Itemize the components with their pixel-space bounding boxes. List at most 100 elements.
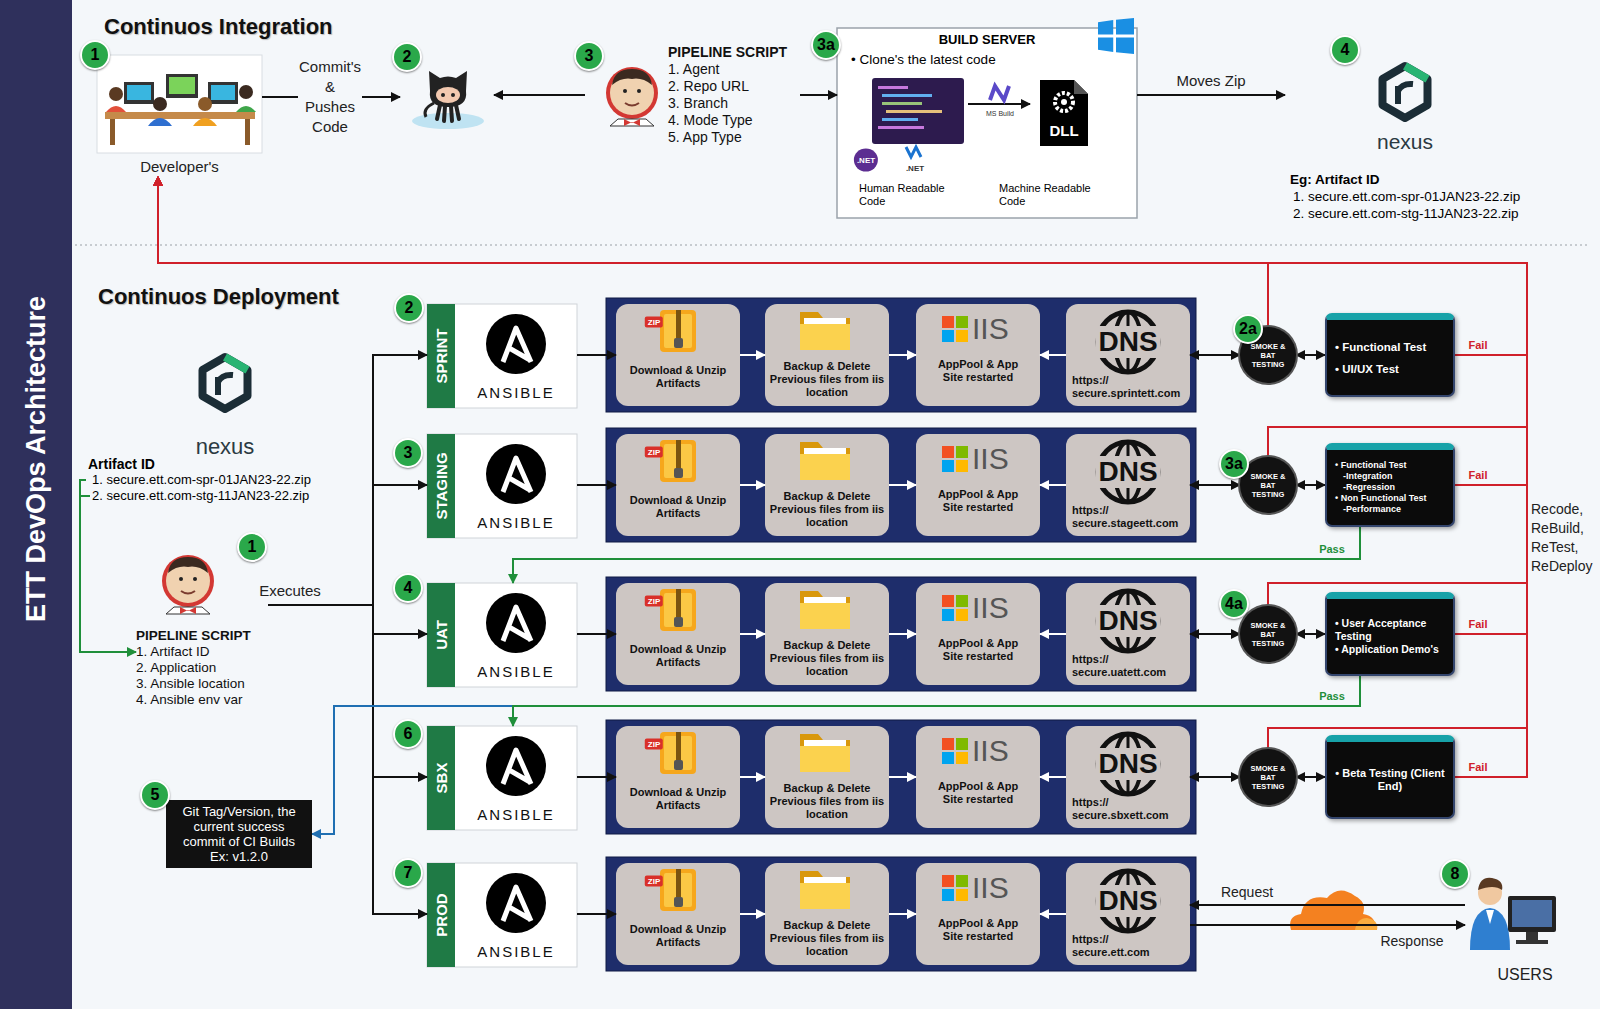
illustration-part: [1470, 908, 1510, 950]
node-text: IIS: [972, 734, 1009, 768]
build-server: BUILD SERVER• Clone's the latest codeHum…: [837, 28, 1137, 218]
backup-step: Backup & Delete Previous files from iis …: [765, 304, 889, 406]
connector: [577, 354, 616, 356]
node-text: nexus: [175, 434, 275, 460]
ansible-stage: SPRINTANSIBLE: [427, 304, 577, 408]
users: USERS: [1465, 872, 1585, 984]
developer-team: Developer's: [97, 55, 262, 177]
illustration-part: [97, 55, 262, 153]
illustration-part: [106, 106, 126, 112]
node-text: USERS: [1497, 966, 1552, 984]
node-text: Backup & Delete Previous files from iis …: [769, 782, 885, 821]
pipeline-script: PIPELINE SCRIPT1. Artifact ID2. Applicat…: [136, 560, 268, 715]
backup-step: Backup & Delete Previous files from iis …: [765, 583, 889, 685]
connector: [889, 913, 916, 915]
callout-number: 1: [80, 40, 110, 70]
github-octocat: [412, 71, 484, 129]
connector: [577, 484, 616, 486]
node-text: ANSIBLE: [455, 514, 577, 531]
illustration-part: [245, 119, 250, 145]
build-server-icons: [872, 78, 1088, 157]
callout-number: 3: [574, 41, 604, 71]
illustration-part: [882, 118, 918, 121]
illustration-part: [166, 74, 198, 98]
illustration-part: [429, 71, 467, 107]
user-illustration: [1470, 878, 1556, 950]
illustration-part: [148, 118, 172, 126]
node-text: DNS: [1095, 326, 1160, 358]
connector-label: Pass: [1317, 543, 1347, 555]
connector: [889, 633, 916, 635]
download-step: Download & Unzip Artifacts: [616, 726, 740, 828]
node-text: AppPool & App Site restarted: [936, 637, 1020, 663]
node-text: • UI/UX Test: [1335, 358, 1445, 380]
connector: [740, 776, 765, 778]
node-text: https:// secure.sbxett.com: [1072, 796, 1188, 822]
node-text: ETT DevOps Architecture: [21, 296, 52, 622]
connector-label: Fail: [1467, 618, 1490, 630]
ansible-stage: UATANSIBLE: [427, 583, 577, 687]
node-text: Backup & Delete Previous files from iis …: [769, 490, 885, 529]
developer-illustration: [97, 55, 262, 153]
test-panel: • Functional Test• UI/UX Test: [1325, 313, 1455, 397]
node-text: • User Acceptance Testing: [1335, 617, 1445, 643]
connector: [268, 605, 427, 777]
callout-number: 2a: [1233, 314, 1263, 344]
connector-label: Pass: [1317, 690, 1347, 702]
callout-number: 3a: [1219, 449, 1249, 479]
node-text: 2. Repo URL: [668, 78, 800, 95]
section-heading: Continuos Integration: [104, 14, 333, 40]
dotnet-caption: .NET: [906, 164, 924, 173]
node-text: https:// secure.uatett.com: [1072, 653, 1188, 679]
nexus-repository: nexusArtifact ID1. secure.ett.com-spr-01…: [86, 350, 366, 500]
ansible-stage: SBX ANSIBLE: [427, 726, 577, 830]
illustration-part: [1061, 99, 1067, 105]
connector: [577, 913, 616, 915]
node-text: ANSIBLE: [455, 943, 577, 960]
node-text: Download & Unzip Artifacts: [626, 494, 730, 520]
illustration-part: [124, 82, 154, 104]
connector: [1296, 354, 1325, 356]
illustration-part: [1512, 900, 1552, 927]
node-text: • Clone's the latest code: [851, 52, 996, 67]
node-text: https:// secure.ett.com: [1072, 933, 1188, 959]
node-text: SMOKE & BAT TESTING: [1247, 621, 1289, 648]
node-text: Backup & Delete Previous files from iis …: [769, 919, 885, 958]
connector-label: Request: [1219, 884, 1275, 900]
node-text: • Non Functional Test: [1335, 493, 1445, 504]
node-text: PIPELINE SCRIPT: [668, 44, 800, 61]
node-text: ANSIBLE: [455, 806, 577, 823]
connector: [740, 633, 765, 635]
download-step: Download & Unzip Artifacts: [616, 304, 740, 406]
node-text: https:// secure.sprintett.com: [1072, 374, 1188, 400]
illustration-part: [886, 110, 942, 113]
jenkins-ci: [606, 67, 658, 126]
dns-endpoint: DNS https:// secure.ett.com: [1066, 863, 1190, 965]
connector: [513, 527, 1360, 583]
node-text: 1. secure.ett.com-spr-01JAN23-22.zip: [92, 472, 311, 487]
node-text: -Performance: [1335, 504, 1445, 515]
node-text: SMOKE & BAT TESTING: [1247, 764, 1289, 791]
download-step: Download & Unzip Artifacts: [616, 583, 740, 685]
illustration-part: [105, 112, 255, 119]
callout-number: 3: [393, 438, 423, 468]
node-text: DNS: [1095, 885, 1160, 917]
node-text: SBX: [433, 763, 450, 794]
callout-number: 4a: [1219, 589, 1249, 619]
callout-number: 8: [1440, 859, 1470, 889]
connector: [1040, 484, 1066, 486]
node-text: Backup & Delete Previous files from iis …: [769, 360, 885, 399]
illustration-part: [436, 87, 460, 103]
connector: [1190, 776, 1240, 778]
illustration-part: [239, 85, 253, 99]
pipeline-script: PIPELINE SCRIPT1. Agent2. Repo URL3. Bra…: [668, 44, 800, 156]
node-text: • Functional Test: [1335, 336, 1445, 358]
test-panel: • Beta Testing (Client End): [1325, 735, 1455, 819]
ansible-stage: STAGINGANSIBLE: [427, 434, 577, 538]
node-text: Human Readable Code: [859, 182, 954, 208]
iis-restart-step: IISAppPool & App Site restarted: [916, 863, 1040, 965]
artifact-bracket: [80, 495, 90, 497]
node-text: 5. App Type: [668, 129, 800, 146]
node-text: Download & Unzip Artifacts: [626, 923, 730, 949]
jenkins-cd: [162, 555, 214, 614]
